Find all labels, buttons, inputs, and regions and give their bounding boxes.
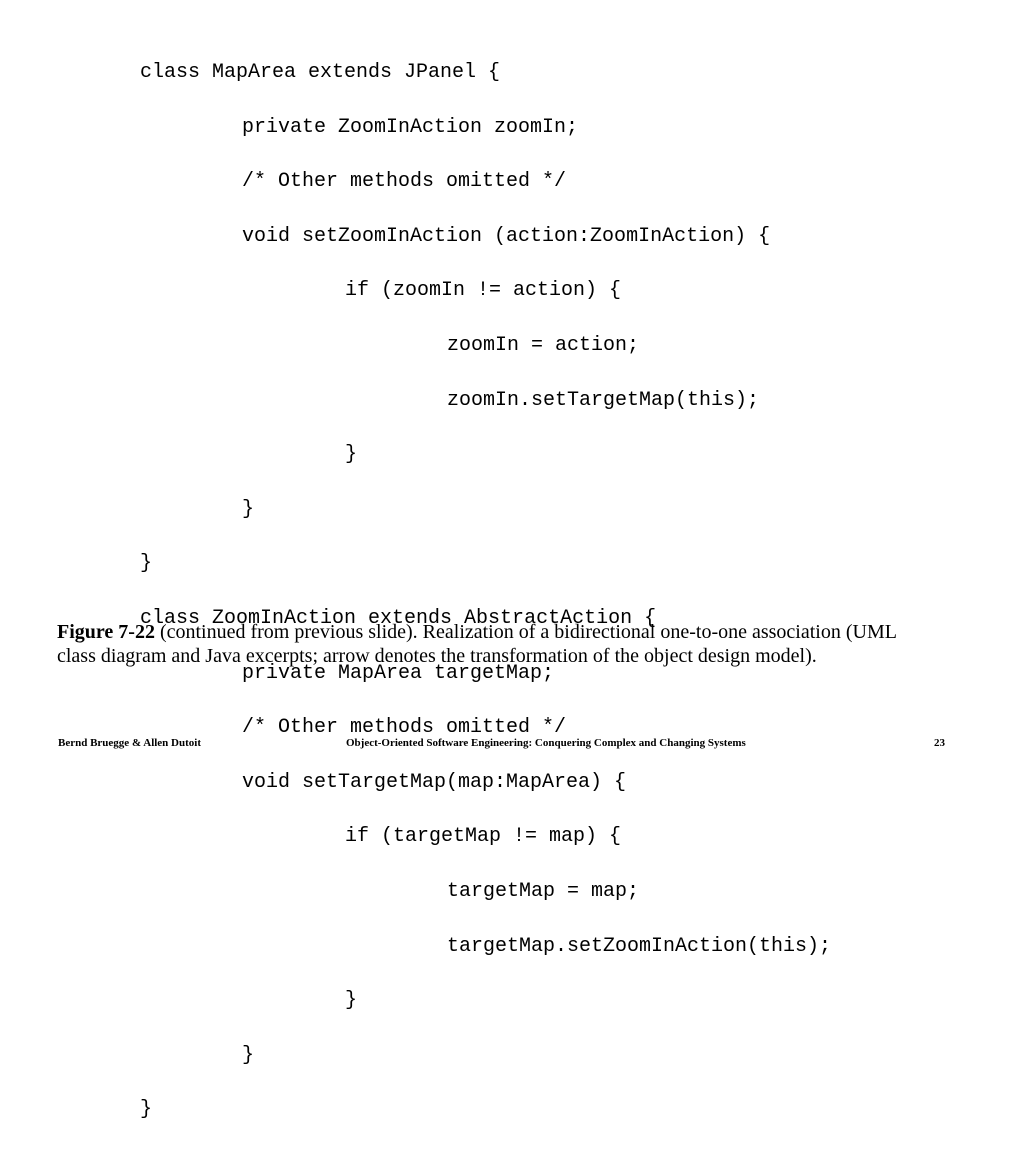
page-number: 23 — [934, 737, 945, 749]
code-line: } — [242, 1043, 255, 1067]
code-line: zoomIn.setTargetMap(this); — [447, 388, 760, 412]
figure-caption: Figure 7-22 (continued from previous sli… — [57, 620, 937, 668]
code-line: zoomIn = action; — [447, 333, 640, 357]
code-line: } — [140, 1098, 153, 1122]
code-line: class ZoomInAction extends AbstractActio… — [140, 606, 657, 630]
code-line: class MapArea extends JPanel { — [140, 61, 501, 84]
code-line: if (targetMap != map) { — [345, 825, 622, 849]
code-line: if (zoomIn != action) { — [345, 279, 622, 303]
code-line: } — [140, 552, 153, 576]
code-line: targetMap = map; — [447, 879, 640, 903]
code-line: /* Other methods omitted */ — [242, 170, 567, 194]
figure-label: Figure 7-22 — [57, 621, 155, 643]
code-line: } — [242, 497, 255, 521]
footer-authors: Bernd Bruegge & Allen Dutoit — [58, 737, 201, 749]
code-listing: class MapArea extends JPanel { private Z… — [140, 59, 831, 1151]
code-line: void setZoomInAction (action:ZoomInActio… — [242, 224, 771, 248]
code-line: private MapArea targetMap; — [242, 661, 555, 685]
code-line: private ZoomInAction zoomIn; — [242, 115, 579, 139]
code-line: } — [345, 989, 358, 1013]
code-line: /* Other methods omitted */ — [242, 716, 567, 740]
figure-caption-text: (continued from previous slide). Realiza… — [57, 621, 897, 667]
code-line: void setTargetMap(map:MapArea) { — [242, 770, 627, 794]
code-line: targetMap.setZoomInAction(this); — [447, 934, 832, 958]
code-line: } — [345, 443, 358, 467]
footer-book-title: Object-Oriented Software Engineering: Co… — [346, 737, 746, 749]
